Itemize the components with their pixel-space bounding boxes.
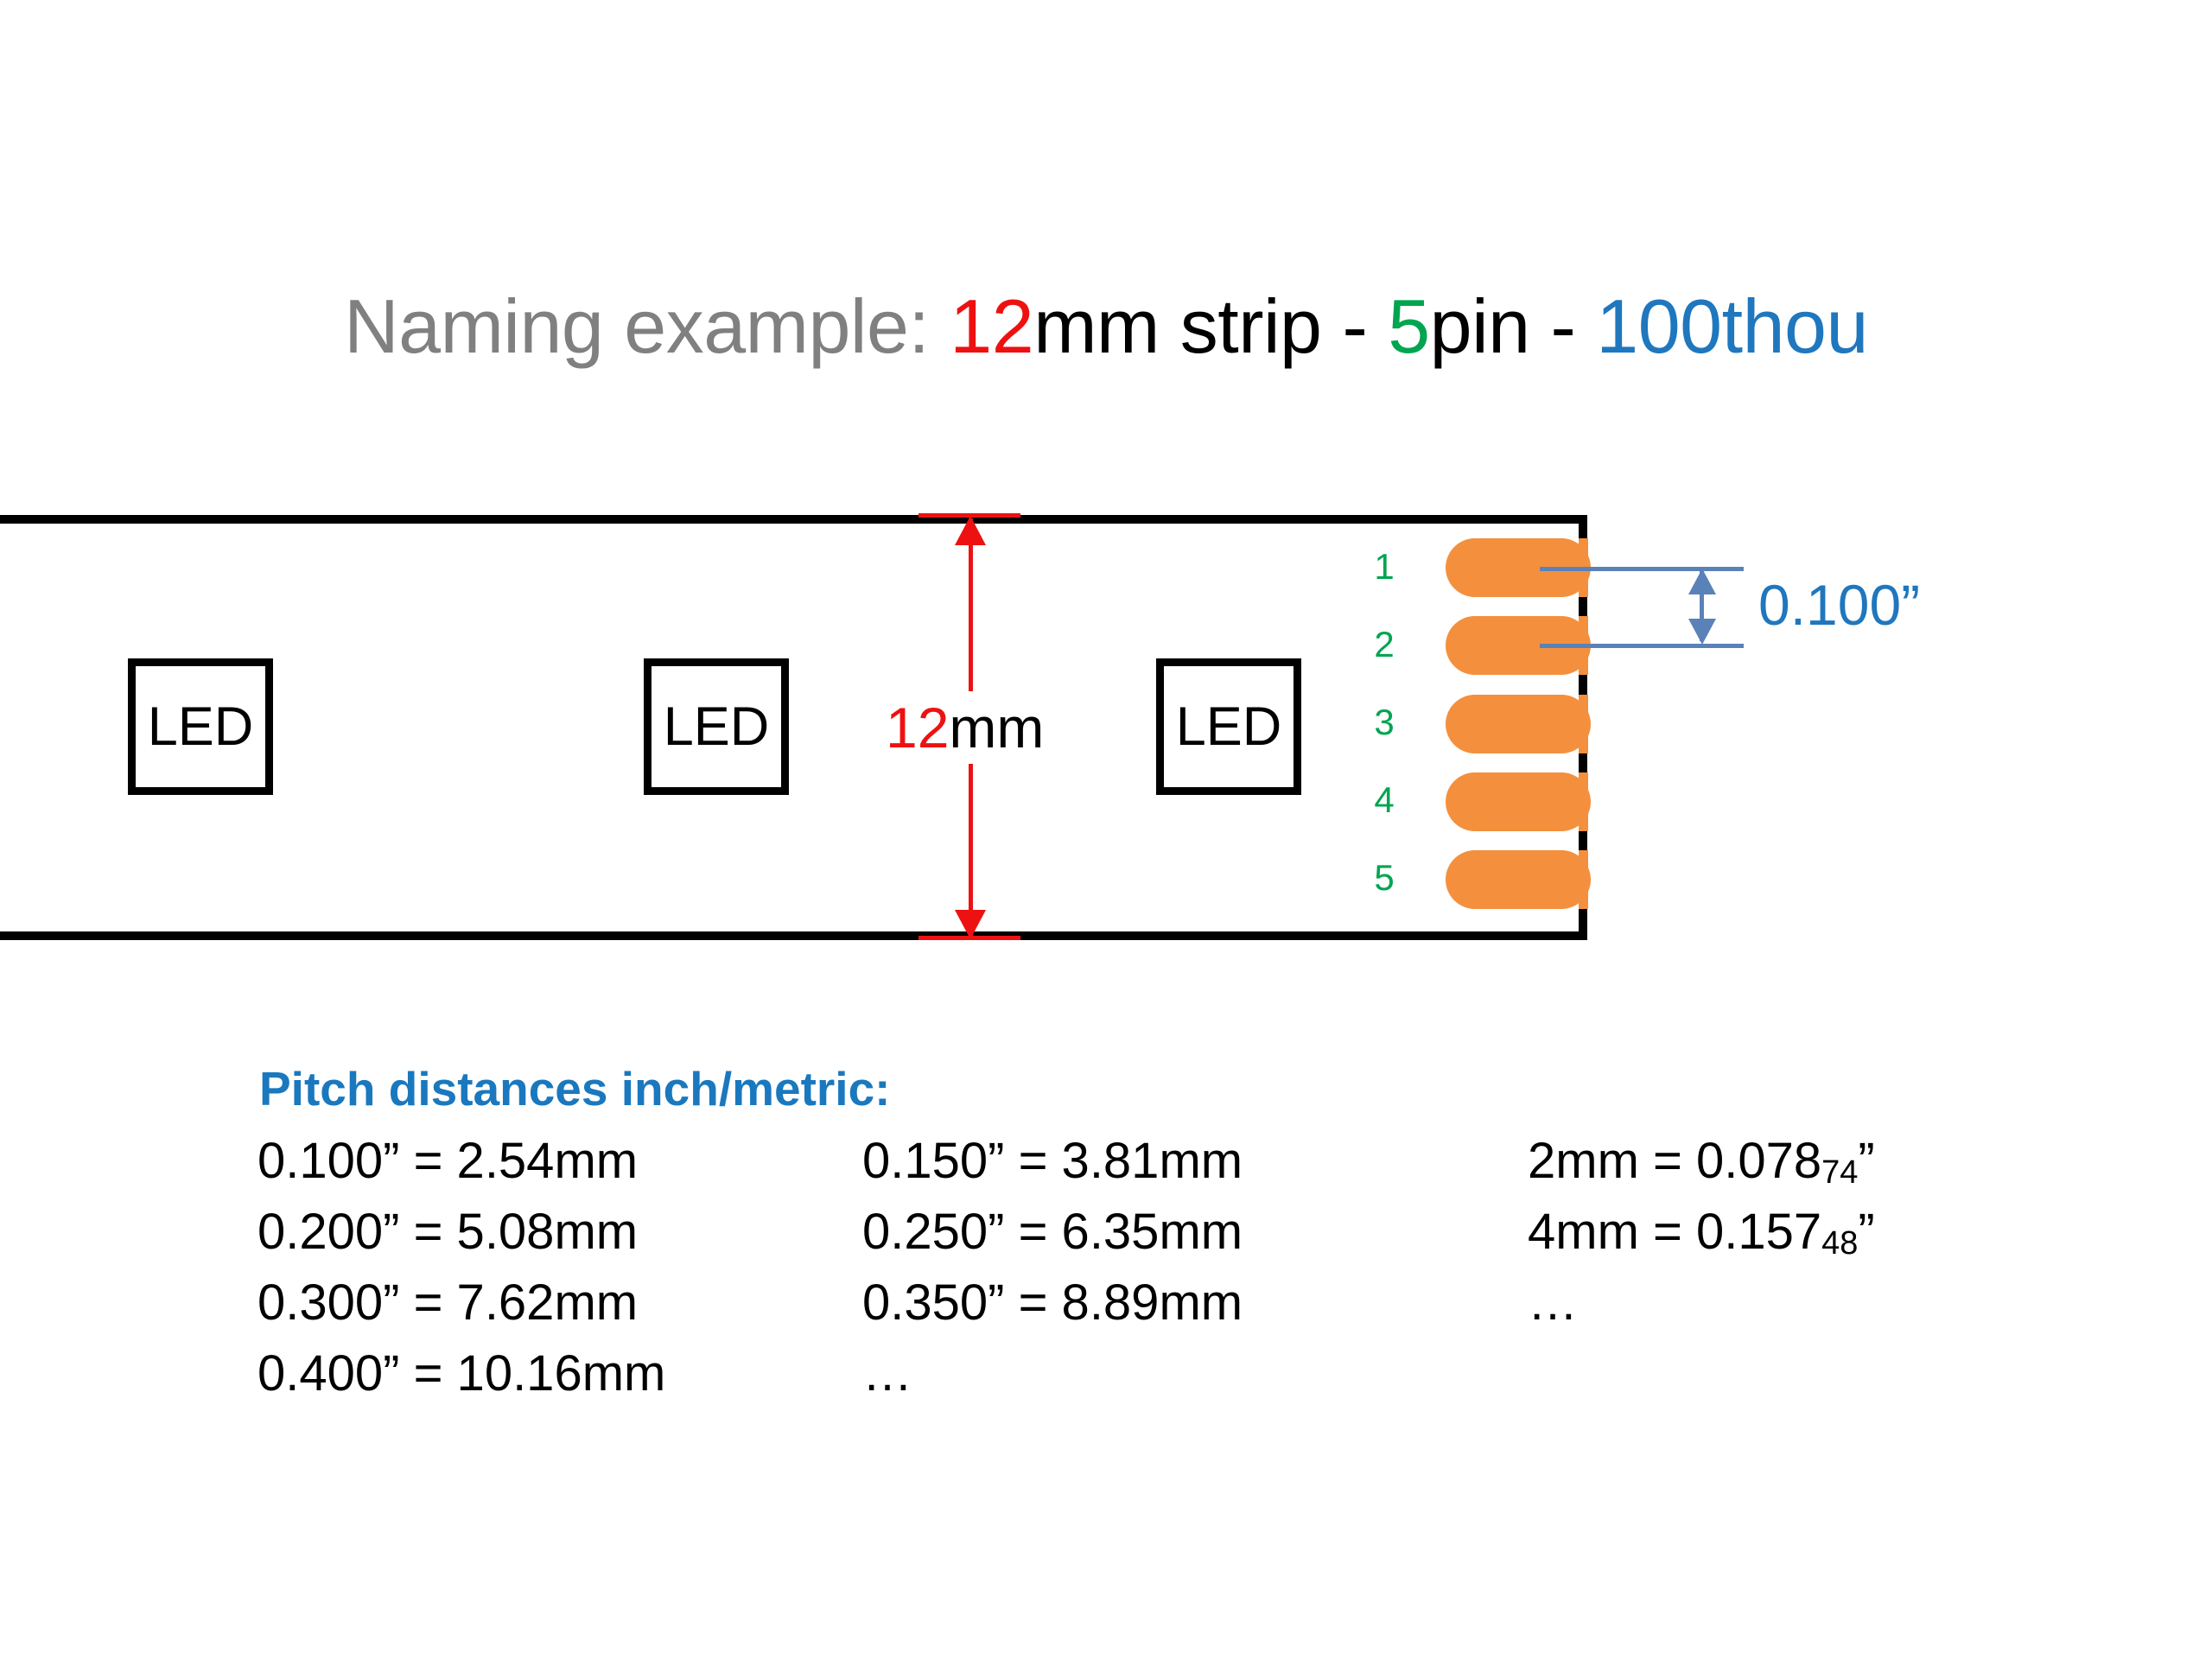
led-component-box: LED xyxy=(1156,658,1301,795)
led-label: LED xyxy=(663,696,770,757)
arrow-up-icon xyxy=(1688,569,1716,594)
pitch-leader-line-bottom xyxy=(1540,644,1744,648)
pitch-dimension-line xyxy=(1700,570,1704,641)
arrow-up-icon xyxy=(955,516,986,545)
led-label: LED xyxy=(147,696,254,757)
pitch-cell: 0.350” = 8.89mm xyxy=(862,1274,1528,1332)
pitch-ellipsis: … xyxy=(1528,1274,1578,1331)
table-row: 0.300” = 7.62mm 0.350” = 8.89mm … xyxy=(257,1274,1899,1344)
pitch-cell: 0.150” = 3.81mm xyxy=(862,1132,1528,1190)
solder-pad-4 xyxy=(1446,772,1591,831)
height-dimension-label: 12mm xyxy=(877,691,1053,764)
pitch-leader-line-top xyxy=(1540,567,1744,571)
solder-pad-5 xyxy=(1446,850,1591,909)
led-component-box: LED xyxy=(128,658,273,795)
pitch-value: 0.400” = 10.16mm xyxy=(257,1345,666,1402)
pitch-value: 0.100” = 2.54mm xyxy=(257,1133,639,1189)
title-width-unit: mm strip - xyxy=(1033,283,1389,369)
pitch-cell: 0.400” = 10.16mm xyxy=(257,1344,862,1402)
page-title: Naming example: 12mm strip - 5pin - 100t… xyxy=(0,283,2212,369)
pitch-ellipsis: … xyxy=(862,1345,912,1402)
table-row: 0.100” = 2.54mm 0.150” = 3.81mm 2mm = 0.… xyxy=(257,1132,1899,1203)
title-width-value: 12 xyxy=(950,283,1034,369)
led-component-box: LED xyxy=(644,658,789,795)
solder-pad-tip-4 xyxy=(1579,772,1588,831)
pitch-cell: 0.250” = 6.35mm xyxy=(862,1203,1528,1261)
pitch-subscript: 48 xyxy=(1821,1225,1859,1262)
pitch-cell: 0.100” = 2.54mm xyxy=(257,1132,862,1190)
pitch-cell: 2mm = 0.07874” xyxy=(1528,1132,1899,1191)
table-row: 0.200” = 5.08mm 0.250” = 6.35mm 4mm = 0.… xyxy=(257,1203,1899,1274)
pitch-table-heading: Pitch distances inch/metric: xyxy=(259,1062,891,1116)
pitch-cell: … xyxy=(1528,1274,1899,1332)
title-pin-value: 5 xyxy=(1388,283,1430,369)
pitch-distance-table: 0.100” = 2.54mm 0.150” = 3.81mm 2mm = 0.… xyxy=(257,1132,1899,1415)
pitch-cell: 0.300” = 7.62mm xyxy=(257,1274,862,1332)
pin-number-1: 1 xyxy=(1374,546,1395,587)
arrow-down-icon xyxy=(955,910,986,939)
title-prefix: Naming example: xyxy=(344,283,950,369)
pitch-suffix: ” xyxy=(1858,1204,1875,1260)
pin-number-4: 4 xyxy=(1374,779,1395,820)
pin-number-3: 3 xyxy=(1374,702,1395,742)
arrow-down-icon xyxy=(1688,619,1716,645)
table-row: 0.400” = 10.16mm … xyxy=(257,1344,1899,1415)
solder-pad-tip-3 xyxy=(1579,695,1588,753)
height-dimension-value: 12 xyxy=(886,696,950,760)
pitch-value: 2mm = 0.078 xyxy=(1528,1133,1822,1189)
led-label: LED xyxy=(1175,696,1282,757)
pitch-cell: … xyxy=(862,1344,1528,1402)
pin-number-2: 2 xyxy=(1374,624,1395,664)
pitch-value: 0.150” = 3.81mm xyxy=(862,1133,1243,1189)
pitch-subscript: 74 xyxy=(1821,1154,1859,1191)
pitch-value: 0.200” = 5.08mm xyxy=(257,1204,639,1260)
pitch-dimension-label: 0.100” xyxy=(1758,573,1921,637)
dimension-tick-top xyxy=(918,513,1020,518)
title-pitch-value: 100thou xyxy=(1596,283,1868,369)
pitch-cell: 4mm = 0.15748” xyxy=(1528,1203,1899,1262)
pitch-value: 0.300” = 7.62mm xyxy=(257,1274,639,1331)
solder-pad-3 xyxy=(1446,695,1591,753)
title-pin-unit: pin - xyxy=(1429,283,1597,369)
pitch-cell: 0.200” = 5.08mm xyxy=(257,1203,862,1261)
pitch-value: 4mm = 0.157 xyxy=(1528,1204,1822,1260)
solder-pad-tip-5 xyxy=(1579,850,1588,909)
height-dimension-unit: mm xyxy=(949,696,1045,760)
pin-number-5: 5 xyxy=(1374,857,1395,898)
pitch-suffix: ” xyxy=(1858,1133,1875,1189)
pitch-value: 0.350” = 8.89mm xyxy=(862,1274,1243,1331)
pitch-value: 0.250” = 6.35mm xyxy=(862,1204,1243,1260)
